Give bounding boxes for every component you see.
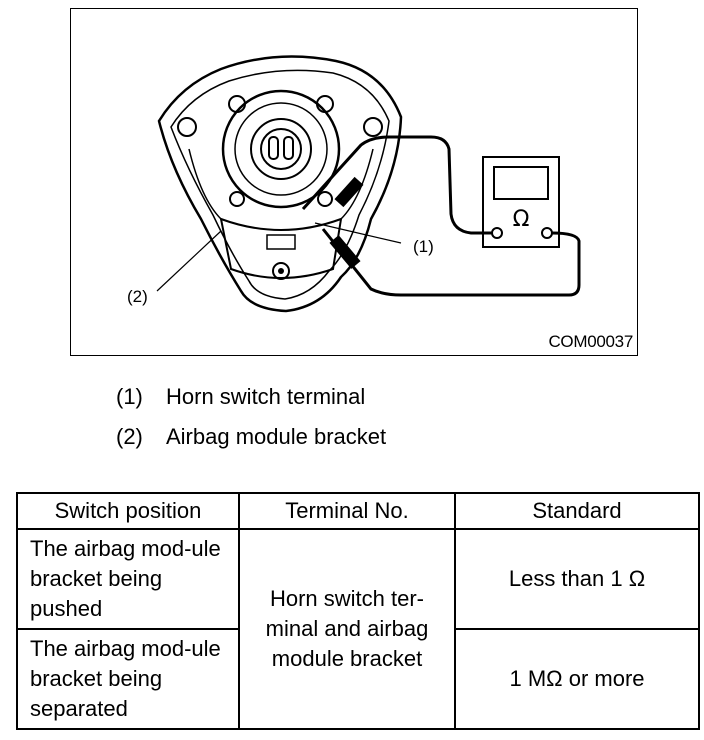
spec-table: Switch position Terminal No. Standard Th…	[16, 492, 700, 730]
header-switch-position: Switch position	[16, 492, 240, 530]
ohm-symbol: Ω	[513, 207, 530, 232]
test-lead-upper	[301, 135, 492, 235]
legend-num: (1)	[116, 384, 143, 409]
header-terminal-no: Terminal No.	[238, 492, 456, 530]
cell-standard: Less than 1 Ω	[454, 528, 700, 630]
illustration-frame: Ω (1) (2) COM00037	[70, 8, 638, 356]
cell-switch-position: The airbag mod-ule bracket being pushed	[16, 528, 240, 630]
legend-item-1: (1) Horn switch terminal	[116, 384, 365, 410]
callout-1: (1)	[413, 237, 434, 256]
steering-wheel-illustration: Ω	[156, 55, 581, 313]
legend-num: (2)	[116, 424, 143, 449]
table-header-row: Switch position Terminal No. Standard	[16, 492, 700, 530]
figure-code: COM00037	[548, 332, 633, 351]
legend-text: Airbag module bracket	[166, 424, 387, 449]
ohmmeter-display	[493, 166, 549, 200]
cell-terminal: Horn switch ter-minal and airbag module …	[238, 528, 456, 730]
table-row: The airbag mod-ule bracket being pushed …	[16, 528, 700, 730]
legend-item-2: (2) Airbag module bracket	[116, 424, 386, 450]
test-lead-lower	[321, 228, 581, 297]
callout-2: (2)	[127, 287, 148, 306]
cell-switch-position: The airbag mod-ule bracket being separat…	[16, 628, 240, 730]
airbag-module	[221, 89, 341, 209]
cell-standard: 1 MΩ or more	[454, 628, 700, 730]
header-standard: Standard	[454, 492, 700, 530]
legend-text: Horn switch terminal	[166, 384, 366, 409]
table-row: The airbag mod-ule bracket being separat…	[16, 628, 700, 730]
